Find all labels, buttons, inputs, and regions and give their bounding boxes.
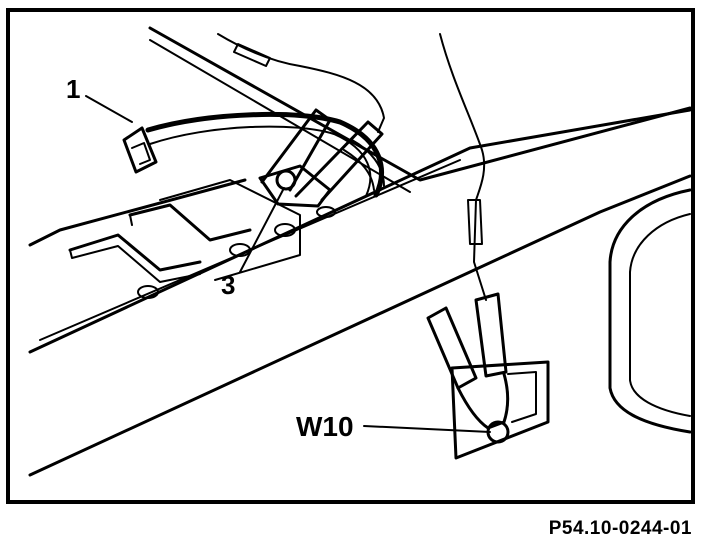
upper-panel-edge — [148, 26, 692, 182]
test-lead-connector — [467, 199, 483, 245]
callout-1: 1 — [66, 74, 81, 104]
callout-3: 3 — [221, 270, 236, 300]
clamp-body — [258, 164, 332, 208]
terminal-plate-step — [69, 214, 201, 283]
terminal-plate-inner — [128, 203, 252, 242]
terminal-box — [159, 179, 301, 281]
figure-code: P54.10-0244-01 — [548, 518, 692, 539]
w10-clamp-handle-left — [426, 306, 478, 390]
mount-hole — [316, 206, 336, 218]
signal-wire — [217, 33, 385, 133]
callout-w10: W10 — [296, 411, 354, 442]
fender-lower-edge — [28, 174, 692, 477]
jumper-cable-shadow — [149, 125, 372, 197]
clamp-spring — [343, 139, 385, 191]
test-lead-wire — [439, 33, 487, 301]
left-ledge-line — [28, 178, 247, 247]
fender-top-edge — [28, 108, 692, 354]
illustration-frame — [6, 8, 695, 504]
cable-end-terminal — [122, 126, 158, 174]
w10-ground-plate-inner — [507, 371, 537, 423]
mount-hole — [229, 243, 251, 257]
terminal-plate-outer — [68, 233, 202, 272]
leader-line-w10 — [363, 425, 491, 433]
clamp-jaw-lower — [294, 120, 384, 202]
mount-hole — [137, 285, 159, 299]
clamp-3-pivot — [275, 169, 297, 191]
mount-hole — [274, 223, 296, 237]
wheel-arch-outline — [608, 188, 692, 434]
leader-line-1 — [85, 95, 133, 123]
w10-clamp-handle-right — [474, 292, 508, 378]
w10-ground-plate — [450, 360, 550, 460]
cable-end-slot — [131, 142, 151, 165]
leader-line-3 — [239, 187, 285, 273]
w10-clamp-jaws — [456, 372, 510, 430]
wire-connector — [233, 43, 271, 67]
wheel-arch-inner — [629, 213, 691, 417]
clamp-jaw-upper — [260, 108, 332, 192]
